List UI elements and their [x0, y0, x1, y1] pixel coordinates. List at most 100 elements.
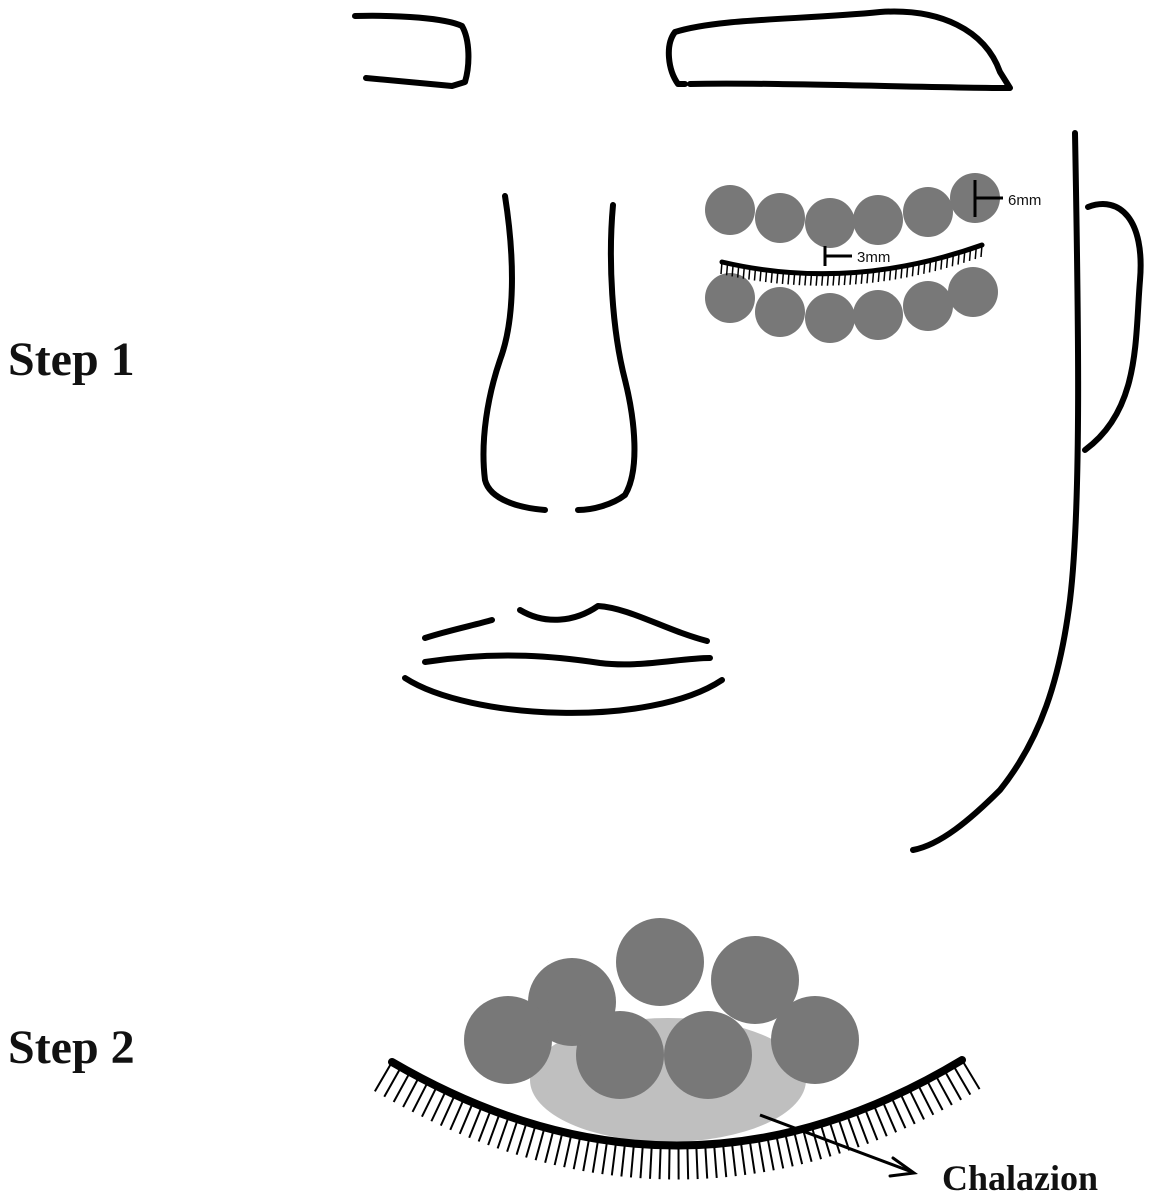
step2-eyelash: [721, 1143, 728, 1178]
step2-eyelash: [534, 1127, 546, 1161]
step1-upper-circle: [853, 195, 903, 245]
step1-label: Step 1: [8, 333, 135, 386]
step2-eyelashes: [374, 1059, 981, 1180]
step2-eyelash: [668, 1145, 671, 1180]
measure-6mm-label: 6mm: [1008, 192, 1041, 209]
step2-eyelash: [658, 1145, 662, 1180]
step2-eyelash: [784, 1133, 794, 1167]
upper-lip-right: [517, 603, 710, 644]
step2-eyelash: [704, 1144, 709, 1179]
step2-eyelash: [828, 1120, 841, 1154]
step2-eyelash: [890, 1096, 907, 1129]
step1-upper-circle-row: [705, 173, 1000, 248]
step1-eye: 6mm 3mm: [705, 173, 1041, 343]
step2-label: Step 2: [8, 1021, 135, 1074]
step2-eyelash: [629, 1143, 635, 1178]
step1-eyelashes: [720, 244, 983, 286]
step2-circle-cluster: [464, 918, 859, 1099]
right-eyebrow: [665, 8, 1013, 91]
step2-eyelash: [934, 1074, 953, 1106]
step1-upper-circle: [903, 187, 953, 237]
step2-eyelash: [639, 1144, 644, 1179]
measure-6mm-bracket: [973, 180, 1003, 217]
step2-eyelash: [515, 1121, 528, 1155]
step2-eyelash: [468, 1105, 483, 1139]
step1-lower-circle: [805, 293, 855, 343]
step2-eyelash: [846, 1114, 860, 1148]
step2-eyelash: [801, 1128, 813, 1163]
step2-circle: [711, 936, 799, 1024]
step2-eyelash: [449, 1098, 465, 1131]
step1-lower-circle: [948, 267, 998, 317]
step2-circle: [464, 996, 552, 1084]
step2-eyelash: [525, 1124, 537, 1158]
step1-lower-circle: [853, 290, 903, 340]
step2-eyelash: [695, 1145, 699, 1180]
step2-eyelash: [458, 1102, 474, 1135]
step1-upper-circle: [705, 185, 755, 235]
step2-eyelash: [572, 1135, 582, 1170]
step1-upper-circle: [805, 198, 855, 248]
lip-line: [422, 652, 713, 668]
lower-lip: [402, 675, 725, 716]
step2-eyelash: [487, 1112, 501, 1146]
step2-eyelash: [766, 1136, 775, 1171]
step2-eyelash: [757, 1138, 766, 1173]
upper-lip-left: [422, 617, 495, 641]
step2-eyelash: [730, 1142, 737, 1177]
step2-eyelash: [793, 1130, 804, 1165]
step2-eyelash: [392, 1071, 411, 1103]
step2-eyelash: [952, 1064, 972, 1096]
step2-eyelash: [739, 1141, 747, 1176]
step2-eyelash: [411, 1081, 429, 1113]
measure-3mm-label: 3mm: [857, 249, 890, 266]
step2-eyelash: [713, 1143, 718, 1179]
step2-eyelash: [563, 1133, 573, 1168]
step2-eyelash: [421, 1085, 438, 1118]
chalazion-arrow-head: [888, 1156, 918, 1178]
ear: [1082, 201, 1144, 453]
step2-eyelash: [810, 1126, 822, 1160]
step2-eyelash: [961, 1059, 981, 1090]
step2-eyelash: [582, 1137, 591, 1172]
step2-eyelash: [872, 1104, 888, 1137]
step2-eyelash: [899, 1092, 916, 1125]
step2-eyelash: [496, 1115, 510, 1149]
step2-eyelash: [383, 1066, 402, 1098]
step2-eyelash: [917, 1084, 935, 1116]
step2-eyelash: [439, 1094, 456, 1127]
nose-right-side: [575, 202, 638, 513]
step1-upper-circle: [755, 193, 805, 243]
step2-eyelash: [775, 1134, 785, 1169]
step2-lid-margin: [388, 1056, 966, 1150]
step2-eyelash: [610, 1141, 618, 1176]
step2-eyelash: [943, 1069, 962, 1101]
step2-eyelash: [925, 1079, 944, 1111]
step1-lower-circle: [705, 273, 755, 323]
left-eyebrow: [352, 12, 472, 89]
step2-eyelash: [430, 1090, 447, 1122]
step2-circle: [664, 1011, 752, 1099]
step2-circle: [616, 918, 704, 1006]
step2-eyelash: [591, 1138, 600, 1173]
step2-eyelash: [649, 1144, 653, 1179]
step2-circle: [771, 996, 859, 1084]
step2-eyelash: [506, 1119, 519, 1152]
step1-lower-circle-row: [705, 267, 998, 343]
measure-3mm-bracket: [823, 246, 852, 266]
step2-eyelash: [881, 1100, 897, 1133]
step1-lower-circle: [903, 281, 953, 331]
step2-eyelid: Chalazion: [374, 918, 1098, 1198]
step2-eyelash: [477, 1109, 492, 1142]
step2-eyelash: [908, 1088, 925, 1120]
step2-eyelash: [544, 1129, 555, 1163]
step2-circle: [576, 1011, 664, 1099]
step1-lower-circle: [755, 287, 805, 337]
step2-eyelash: [374, 1061, 393, 1092]
step2-eyelash: [620, 1142, 627, 1177]
chalazion-arrow-line: [759, 1113, 913, 1174]
step2-eyelash: [601, 1140, 609, 1175]
step2-eyelash: [748, 1139, 756, 1174]
face-drawing: [352, 8, 1144, 853]
